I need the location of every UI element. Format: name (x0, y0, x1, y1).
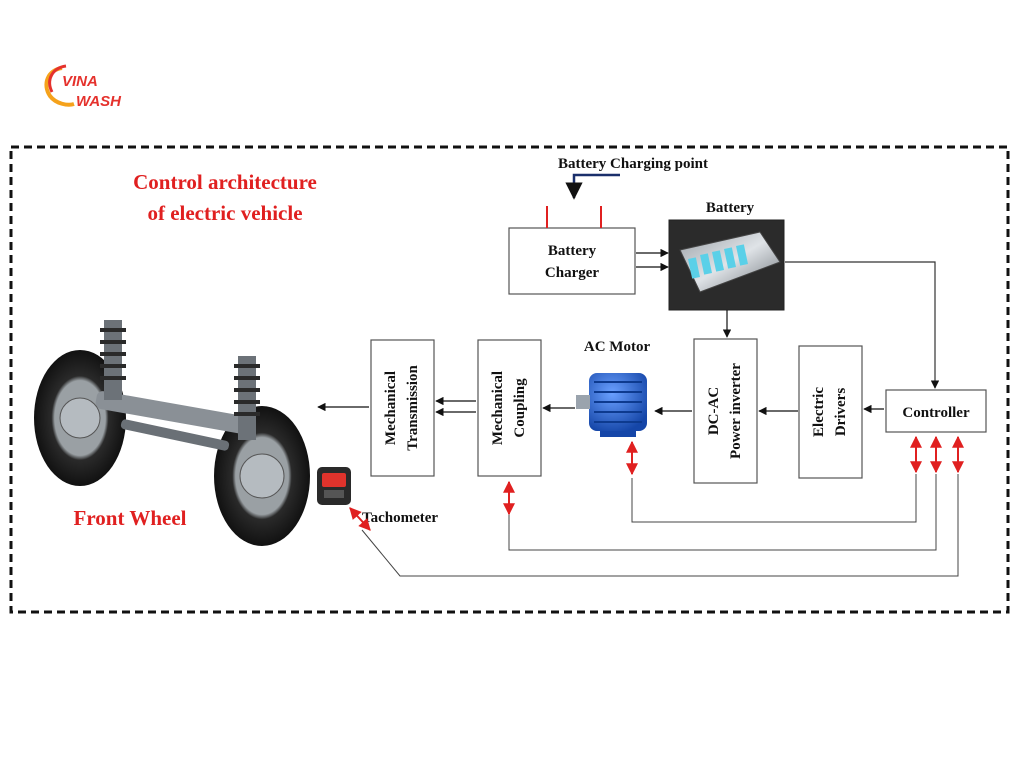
signal-arrows (349, 435, 964, 531)
front-wheel-image (34, 320, 310, 546)
battery-charger-label-2: Charger (545, 265, 599, 281)
battery-image (668, 219, 785, 311)
title-line-2: of electric vehicle (147, 201, 302, 225)
battery-label: Battery (706, 200, 755, 216)
charging-point-label: Battery Charging point (558, 156, 708, 172)
logo-text-line-1: VINA (62, 73, 98, 90)
inverter-box: DC-AC Power inverter (693, 338, 758, 484)
title-line-1: Control architecture (133, 170, 317, 194)
mechanical-transmission-box: Mechanical Transmission (370, 339, 435, 477)
ac-motor-image (576, 373, 647, 437)
mechanical-coupling-box: Mechanical Coupling (477, 339, 542, 477)
transmission-label-2: Transmission (405, 365, 421, 451)
charging-point-arrow (565, 173, 620, 200)
front-wheel-label: Front Wheel (74, 506, 187, 530)
drivers-label-1: Electric (811, 387, 827, 437)
battery-charger-box: Battery Charger (508, 206, 636, 295)
inverter-label-2: Power inverter (728, 363, 744, 459)
controller-label: Controller (902, 405, 970, 421)
feedback-lines (361, 474, 959, 577)
controller-box: Controller (885, 389, 987, 433)
inverter-label-1: DC-AC (706, 387, 722, 435)
tachometer-feedback-line (361, 474, 959, 577)
left-spring (100, 320, 126, 400)
coupling-label-1: Mechanical (490, 371, 506, 445)
transmission-label-1: Mechanical (383, 371, 399, 445)
battery-charger-label-1: Battery (548, 243, 597, 259)
logo-text-line-2: WASH (76, 93, 122, 110)
electric-drivers-box: Electric Drivers (798, 345, 863, 479)
coupling-feedback-line (508, 474, 937, 551)
tachometer-image (317, 467, 351, 505)
battery-to-controller-line (785, 261, 940, 389)
tachometer-signal-arrow (349, 507, 371, 531)
coupling-label-2: Coupling (512, 378, 528, 438)
tachometer-label: Tachometer (362, 510, 438, 526)
diagram-frame (9, 145, 1010, 614)
logo-swoosh-icon: VINA WASH (44, 64, 122, 110)
vinawash-logo: VINA WASH (40, 62, 140, 112)
drivers-label-2: Drivers (833, 388, 849, 436)
ac-motor-label: AC Motor (584, 339, 651, 355)
right-spring (234, 356, 260, 440)
motor-feedback-line (631, 474, 917, 523)
